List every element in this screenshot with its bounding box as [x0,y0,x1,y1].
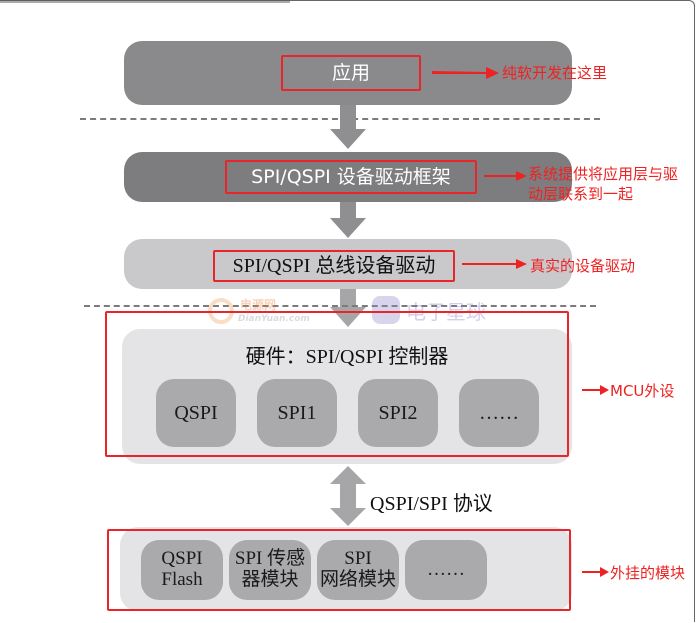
application-label: 应用 [281,55,421,91]
hardware-annotation: MCU外设 [610,382,675,400]
module-line2: Flash [161,569,203,590]
protocol-label: QSPI/SPI 协议 [370,493,493,515]
controller-chip: …… [459,379,539,447]
watermark-brand-left: 电源网 [240,298,277,312]
bus-driver-label: SPI/QSPI 总线设备驱动 [213,250,455,282]
module-chip: SPI 网络模块 [317,540,399,600]
annotation-arrow-icon [432,67,499,79]
annotation-arrow-icon [582,385,609,395]
watermark-url-left: DianYuan.com [238,314,310,324]
annotation-arrow-icon [582,567,609,577]
framework-annotation-line1: 系统提供将应用层与驱 [528,165,679,183]
robot-logo-icon [372,296,400,324]
module-chip: SPI 传感 器模块 [229,540,311,600]
down-arrow-icon [330,202,366,238]
framework-label: SPI/QSPI 设备驱动框架 [225,160,477,194]
annotation-arrow-icon [484,171,527,181]
annotation-arrow-icon [462,259,527,269]
controller-chip: SPI2 [358,379,438,447]
down-arrow-icon [330,105,366,149]
separator-hardware [84,305,596,307]
module-line1: …… [427,558,465,580]
application-annotation: 纯软开发在这里 [502,64,608,82]
module-chip: QSPI Flash [141,540,223,600]
hardware-highlight-box [105,311,569,457]
hardware-title: 硬件：SPI/QSPI 控制器 [245,346,449,368]
modules-highlight-box [107,529,571,611]
module-line1: SPI [344,548,372,570]
controller-chip: SPI1 [257,379,337,447]
controller-chip: QSPI [156,379,236,447]
module-line1: QSPI [161,548,203,570]
module-line2: 器模块 [241,569,299,590]
bidirectional-arrow-icon [330,466,366,526]
module-line1: SPI 传感 [234,548,306,570]
top-strip [0,0,290,3]
bus-driver-annotation: 真实的设备驱动 [530,257,636,275]
framework-annotation-line2: 动层联系到一起 [528,185,634,203]
modules-annotation: 外挂的模块 [610,564,686,582]
module-line2: 网络模块 [319,569,396,590]
module-chip: …… [405,540,487,600]
